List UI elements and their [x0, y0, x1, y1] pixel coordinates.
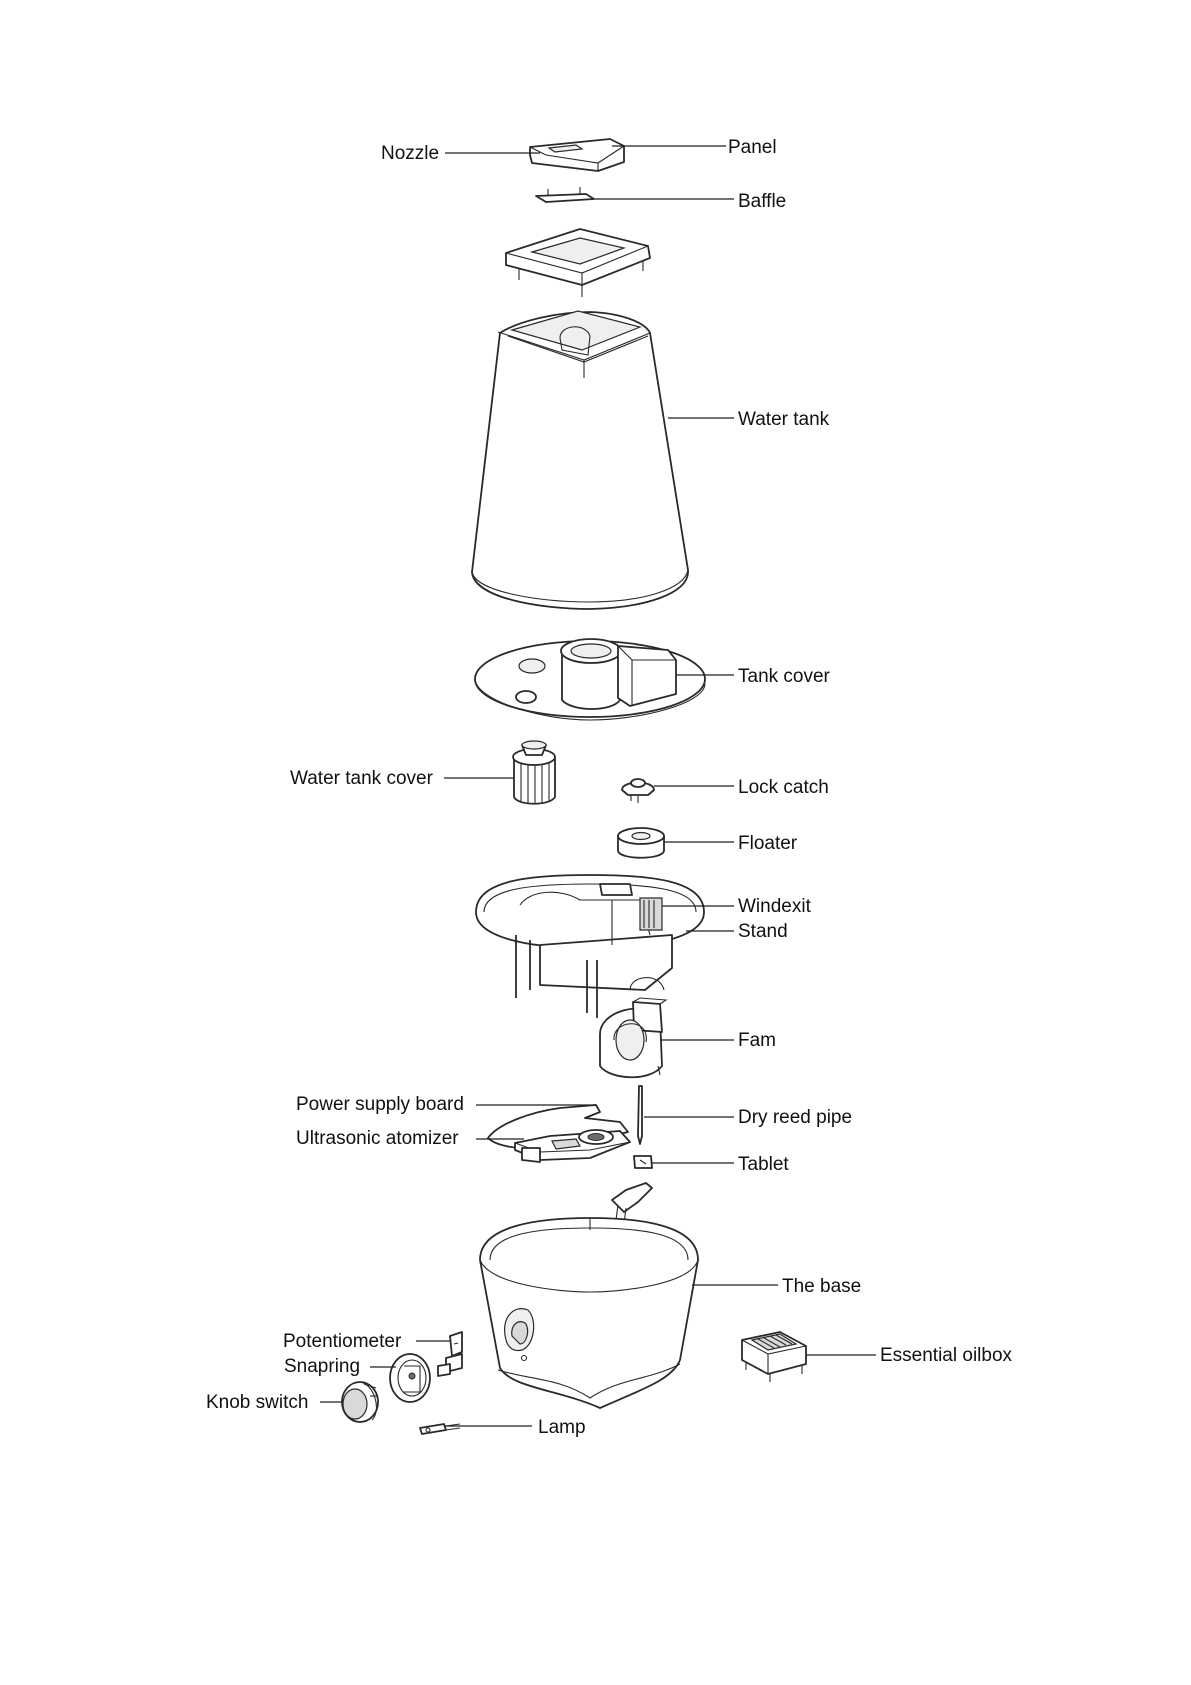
label-knob-switch: Knob switch [206, 1392, 308, 1413]
label-power-supply-board: Power supply board [296, 1094, 464, 1115]
top-frame-part [506, 229, 650, 297]
essential-oilbox-part [742, 1332, 806, 1382]
label-ultrasonic-atomizer: Ultrasonic atomizer [296, 1128, 459, 1149]
water-tank-cover-part [513, 741, 555, 804]
label-nozzle: Nozzle [381, 143, 439, 164]
label-water-tank-cover: Water tank cover [290, 768, 434, 789]
label-panel: Panel [728, 137, 777, 158]
knob-switch-part [342, 1382, 378, 1422]
label-floater: Floater [738, 833, 798, 854]
panel-part [530, 139, 624, 171]
fan-part [600, 998, 666, 1077]
base-part [480, 1218, 698, 1408]
label-stand: Stand [738, 921, 788, 942]
label-lamp: Lamp [538, 1417, 586, 1438]
label-essential-oilbox: Essential oilbox [880, 1345, 1013, 1366]
water-tank-part [472, 311, 688, 609]
label-snapring: Snapring [284, 1356, 360, 1377]
floater-part [618, 828, 664, 858]
label-potentiometer: Potentiometer [283, 1331, 402, 1352]
label-windexit: Windexit [738, 896, 812, 917]
tablet-part [634, 1156, 652, 1168]
label-baffle: Baffle [738, 191, 786, 212]
label-the-base: The base [782, 1276, 861, 1297]
tank-cover-part [475, 639, 705, 720]
potentiometer-part [438, 1332, 462, 1376]
baffle-part [536, 187, 594, 202]
connector-part [612, 1183, 652, 1224]
dry-reed-pipe-part [638, 1086, 642, 1144]
label-fam: Fam [738, 1030, 776, 1051]
snapring-part [390, 1354, 430, 1402]
label-lock-catch: Lock catch [738, 777, 829, 798]
label-water-tank: Water tank [738, 409, 830, 430]
label-dry-reed-pipe: Dry reed pipe [738, 1107, 852, 1128]
label-tank-cover: Tank cover [738, 666, 831, 687]
label-tablet: Tablet [738, 1154, 789, 1175]
lock-catch-part [622, 779, 654, 803]
stand-part [476, 875, 704, 1018]
